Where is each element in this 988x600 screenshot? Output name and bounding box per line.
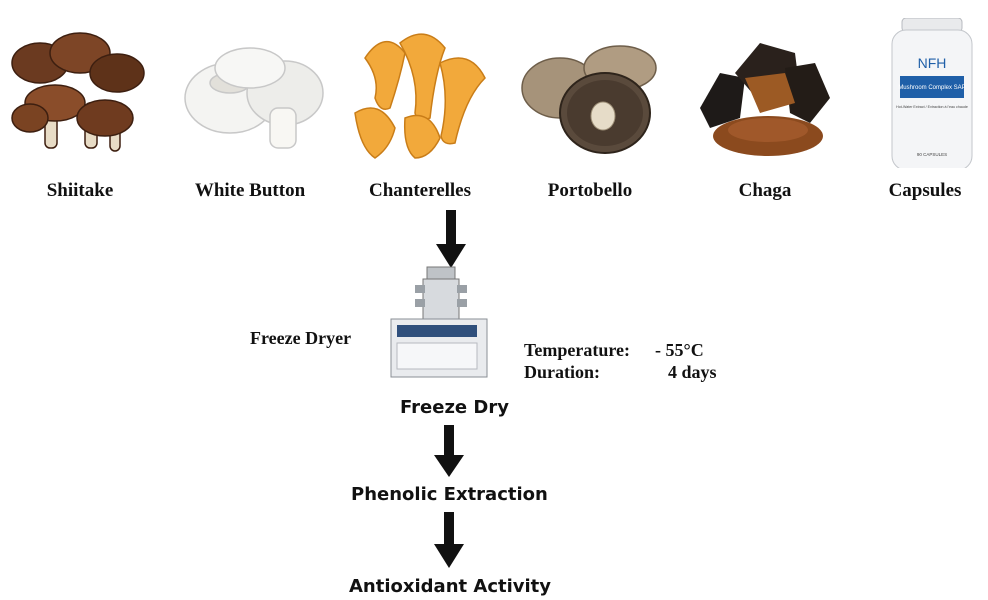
step-antioxidant-activity: Antioxidant Activity — [349, 576, 551, 597]
sample-chaga: Chaga — [690, 0, 840, 205]
arrow-down-icon — [436, 210, 466, 268]
label-shiitake: Shiitake — [5, 180, 155, 202]
bottle-brand: NFH — [918, 55, 947, 71]
shiitake-icon — [5, 18, 155, 168]
step-freeze-dry: Freeze Dry — [400, 397, 509, 418]
sample-capsules: NFH Mushroom Complex SAP Hot-Water Extra… — [850, 0, 988, 205]
bottle-product: Mushroom Complex SAP — [898, 85, 965, 91]
sample-chanterelles: Chanterelles — [345, 0, 495, 205]
duration-label: Duration: — [524, 362, 600, 383]
temperature-value: - 55°C — [655, 340, 704, 361]
chanterelles-icon — [345, 18, 495, 168]
capsules-icon: NFH Mushroom Complex SAP Hot-Water Extra… — [850, 18, 988, 168]
step-phenolic-extraction: Phenolic Extraction — [351, 484, 548, 505]
arrow-down-icon — [434, 425, 464, 477]
arrow-down-icon — [434, 512, 464, 568]
bottle-count: 90 CAPSULES — [917, 152, 947, 157]
freeze-dryer-label: Freeze Dryer — [250, 328, 351, 349]
freeze-dryer-icon — [387, 265, 492, 380]
portobello-icon — [515, 18, 665, 168]
chaga-icon — [690, 18, 840, 168]
sample-shiitake: Shiitake — [5, 0, 155, 205]
label-chanterelles: Chanterelles — [345, 180, 495, 202]
label-chaga: Chaga — [690, 180, 840, 202]
duration-value: 4 days — [668, 362, 717, 383]
label-white-button: White Button — [175, 180, 325, 202]
label-capsules: Capsules — [850, 180, 988, 202]
sample-white-button: White Button — [175, 0, 325, 205]
sample-portobello: Portobello — [515, 0, 665, 205]
white-button-icon — [175, 18, 325, 168]
temperature-label: Temperature: — [524, 340, 630, 361]
bottle-subtitle: Hot-Water Extract / Extraction à l'eau c… — [896, 105, 968, 109]
label-portobello: Portobello — [515, 180, 665, 202]
